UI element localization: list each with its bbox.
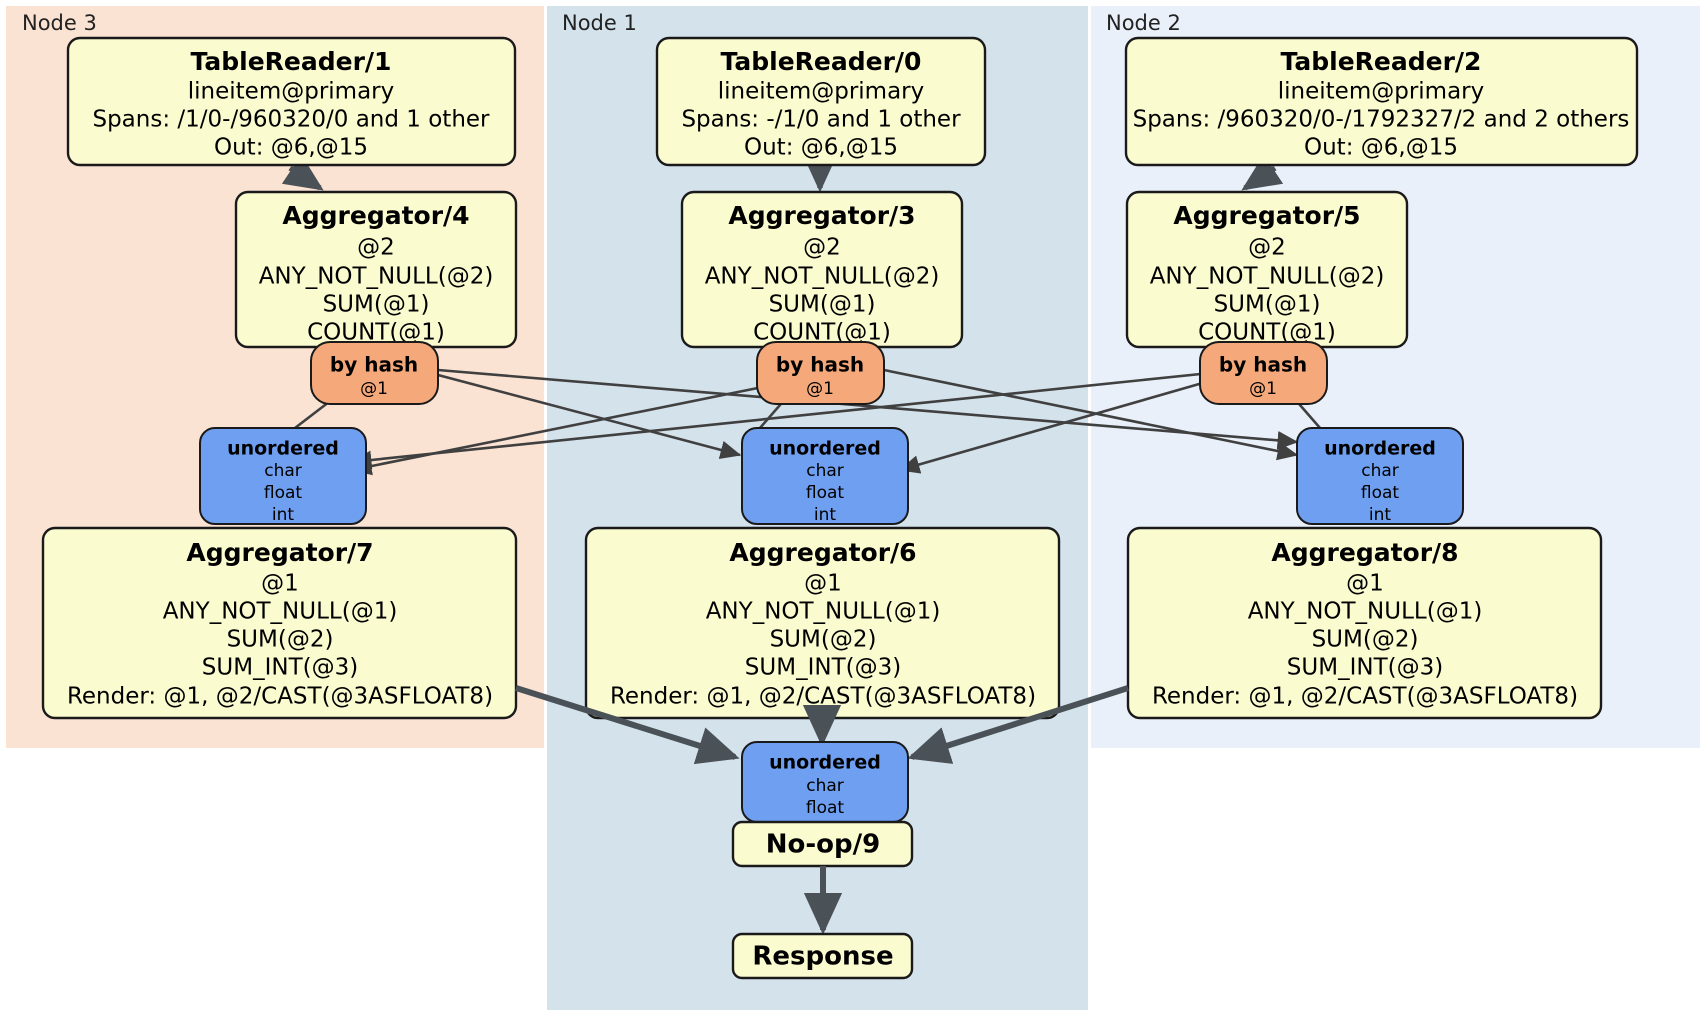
edge-hash-right-to-unordered-center <box>898 376 1221 474</box>
processor-line: Out: @6,@15 <box>214 135 368 161</box>
processor-table-reader-1[interactable]: TableReader/1 lineitem@primary Spans: /1… <box>66 36 517 167</box>
processor-title: Aggregator/8 <box>1271 538 1458 567</box>
edge-reader2-to-agg5 <box>1241 154 1284 191</box>
processor-table-reader-0[interactable]: TableReader/0 lineitem@primary Spans: -/… <box>655 36 987 167</box>
processor-line: Out: @6,@15 <box>1304 135 1458 161</box>
processor-line: SUM(@2) <box>227 627 334 653</box>
node-panel-label-node1: Node 1 <box>562 11 637 35</box>
edge-hash-right-to-unordered-left <box>350 370 1221 470</box>
processor-line: Render: @1, @2/CAST(@3ASFLOAT8) <box>610 684 1036 710</box>
processor-line: Spans: -/1/0 and 1 other <box>681 107 961 133</box>
router-title: by hash <box>776 353 864 377</box>
processor-line: lineitem@primary <box>1278 79 1484 105</box>
router-by-hash-right[interactable]: by hash @1 <box>1199 341 1328 405</box>
processor-title: Aggregator/7 <box>186 538 373 567</box>
processor-title: Aggregator/5 <box>1173 201 1360 230</box>
router-line: float <box>264 483 303 503</box>
router-line: char <box>1361 461 1399 481</box>
router-by-hash-center[interactable]: by hash @1 <box>756 341 885 405</box>
processor-title: Response <box>752 942 893 972</box>
processor-title: Aggregator/4 <box>282 201 469 230</box>
processor-line: SUM_INT(@3) <box>1287 655 1443 681</box>
processor-line: lineitem@primary <box>188 79 394 105</box>
router-unordered-right[interactable]: unordered char float int <box>1296 427 1464 525</box>
processor-line: SUM_INT(@3) <box>202 655 358 681</box>
router-title: unordered <box>769 752 881 774</box>
processor-line: ANY_NOT_NULL(@2) <box>1150 264 1385 290</box>
router-line: char <box>806 776 844 796</box>
router-line: int <box>814 505 836 525</box>
processor-line: SUM(@2) <box>770 627 877 653</box>
processor-line: SUM(@1) <box>769 292 876 318</box>
edge-group-hash-to-unordered <box>294 368 1321 476</box>
processor-aggregator-5[interactable]: Aggregator/5 @2 ANY_NOT_NULL(@2) SUM(@1)… <box>1125 190 1409 349</box>
router-line: float <box>806 483 845 503</box>
processor-response[interactable]: Response <box>731 932 914 980</box>
processor-title: TableReader/1 <box>191 47 392 76</box>
processor-title: TableReader/0 <box>721 47 922 76</box>
edge-hash-left-to-unordered-right <box>437 368 1299 450</box>
router-line: int <box>1369 505 1391 525</box>
router-title: unordered <box>227 438 339 460</box>
processor-line: lineitem@primary <box>718 79 924 105</box>
processor-line: SUM(@2) <box>1312 627 1419 653</box>
processor-line: Render: @1, @2/CAST(@3ASFLOAT8) <box>67 684 493 710</box>
router-title: by hash <box>1219 353 1307 377</box>
processor-line: ANY_NOT_NULL(@1) <box>1248 599 1483 625</box>
router-line: @1 <box>1249 379 1277 399</box>
processor-line: Spans: /960320/0-/1792327/2 and 2 others <box>1133 107 1630 133</box>
router-line: @1 <box>806 379 834 399</box>
edge-agg7-to-final-unordered <box>515 685 740 765</box>
processor-title: Aggregator/3 <box>728 201 915 230</box>
router-title: unordered <box>769 438 881 460</box>
processor-line: Out: @6,@15 <box>744 135 898 161</box>
router-unordered-final[interactable]: unordered char float <box>741 741 909 823</box>
router-line: float <box>806 798 845 818</box>
router-title: unordered <box>1324 438 1436 460</box>
router-line: float <box>1361 483 1400 503</box>
processor-aggregator-6[interactable]: Aggregator/6 @1 ANY_NOT_NULL(@1) SUM(@2)… <box>584 526 1061 720</box>
node-panel-label-node3: Node 3 <box>22 11 97 35</box>
processor-line: SUM(@1) <box>1214 292 1321 318</box>
node-panel-label-node2: Node 2 <box>1106 11 1181 35</box>
processor-line: @2 <box>803 235 841 261</box>
processor-title: Aggregator/6 <box>729 538 916 567</box>
processor-no-op-9[interactable]: No-op/9 <box>731 820 914 868</box>
processor-title: No-op/9 <box>766 830 880 860</box>
processor-line: @1 <box>1346 571 1384 597</box>
edge-reader1-to-agg4 <box>281 154 324 191</box>
processor-line: ANY_NOT_NULL(@1) <box>163 599 398 625</box>
processor-table-reader-2[interactable]: TableReader/2 lineitem@primary Spans: /9… <box>1124 36 1639 167</box>
processor-title: TableReader/2 <box>1281 47 1482 76</box>
router-line: char <box>264 461 302 481</box>
processor-line: Render: @1, @2/CAST(@3ASFLOAT8) <box>1152 684 1578 710</box>
processor-line: SUM(@1) <box>323 292 430 318</box>
processor-line: @2 <box>357 235 395 261</box>
router-line: char <box>806 461 844 481</box>
processor-line: Spans: /1/0-/960320/0 and 1 other <box>92 107 490 133</box>
processor-aggregator-3[interactable]: Aggregator/3 @2 ANY_NOT_NULL(@2) SUM(@1)… <box>680 190 964 349</box>
router-by-hash-left[interactable]: by hash @1 <box>310 341 439 405</box>
edge-hash-center-to-unordered-right <box>883 368 1299 461</box>
edge-hash-left-to-unordered-center <box>437 373 742 460</box>
processor-line: SUM_INT(@3) <box>745 655 901 681</box>
router-line: @1 <box>360 379 388 399</box>
processor-line: @1 <box>804 571 842 597</box>
router-unordered-center[interactable]: unordered char float int <box>741 427 909 525</box>
processor-line: @2 <box>1248 235 1286 261</box>
processor-line: ANY_NOT_NULL(@2) <box>705 264 940 290</box>
processor-aggregator-4[interactable]: Aggregator/4 @2 ANY_NOT_NULL(@2) SUM(@1)… <box>234 190 518 349</box>
router-unordered-left[interactable]: unordered char float int <box>199 427 367 525</box>
processor-line: ANY_NOT_NULL(@1) <box>706 599 941 625</box>
router-line: int <box>272 505 294 525</box>
processor-line: ANY_NOT_NULL(@2) <box>259 264 494 290</box>
processor-line: @1 <box>261 571 299 597</box>
processor-aggregator-8[interactable]: Aggregator/8 @1 ANY_NOT_NULL(@1) SUM(@2)… <box>1126 526 1603 720</box>
processor-aggregator-7[interactable]: Aggregator/7 @1 ANY_NOT_NULL(@1) SUM(@2)… <box>41 526 518 720</box>
edge-agg8-to-final-unordered <box>907 685 1129 764</box>
router-title: by hash <box>330 353 418 377</box>
